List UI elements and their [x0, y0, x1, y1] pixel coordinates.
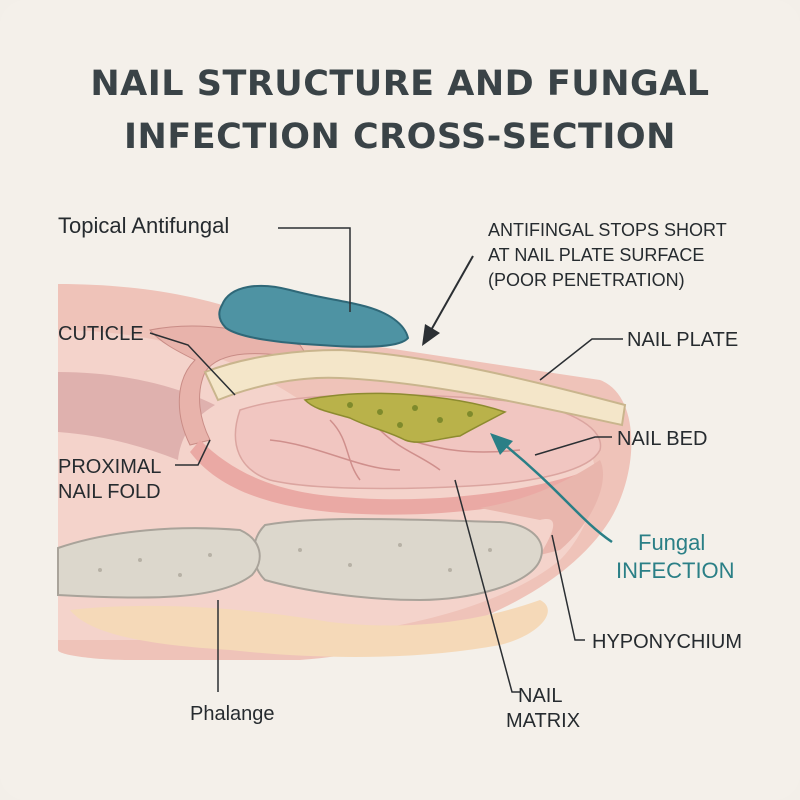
label-note-line-1: ANTIFINGAL STOPS SHORT: [488, 220, 727, 240]
label-proximal-line-1: PROXIMAL: [58, 456, 162, 478]
label-topical-antifungal: Topical Antifungal: [58, 213, 230, 238]
infection-arrow-head: [490, 433, 513, 455]
fat-pad: [70, 600, 548, 657]
leader-lines: [149, 227, 623, 693]
label-fungal: Fungal: [638, 530, 706, 555]
phalange-bone-middle: [57, 527, 261, 599]
phalange-bone-distal: [252, 517, 543, 602]
fungal-infection-patch: [303, 392, 507, 443]
nail-matrix-shape: [190, 440, 600, 515]
label-matrix-line-2: MATRIX: [506, 710, 581, 732]
nail-plate-shape: [203, 348, 627, 427]
label-note-line-3: (POOR PENETRATION): [488, 270, 685, 290]
label-nail-bed: NAIL BED: [617, 428, 708, 450]
bone-texture: [98, 543, 492, 577]
label-note-line-2: AT NAIL PLATE SURFACE: [488, 245, 705, 265]
label-infection: INFECTION: [616, 558, 735, 583]
penetration-arrow-line: [429, 255, 474, 333]
antifungal-gel: [218, 284, 410, 348]
label-phalange: Phalange: [190, 703, 275, 725]
label-nail-plate: NAIL PLATE: [627, 329, 739, 351]
diagram-title-line-1: NAIL STRUCTURE AND FUNGAL: [90, 64, 710, 104]
label-proximal-line-2: NAIL FOLD: [58, 481, 161, 503]
diagram-title-line-2: INFECTION CROSS-SECTION: [124, 117, 676, 157]
penetration-arrow-head: [422, 324, 440, 346]
infection-arrow-line: [504, 444, 613, 544]
blood-vessels: [269, 419, 521, 481]
fungal-spores: [347, 402, 473, 428]
label-cuticle: CUTICLE: [58, 323, 144, 345]
hyponychium-shape: [480, 460, 604, 555]
label-matrix-line-1: NAIL: [518, 685, 563, 707]
label-hyponychium: HYPONYCHIUM: [592, 631, 743, 653]
dermis-layer: [58, 372, 215, 460]
